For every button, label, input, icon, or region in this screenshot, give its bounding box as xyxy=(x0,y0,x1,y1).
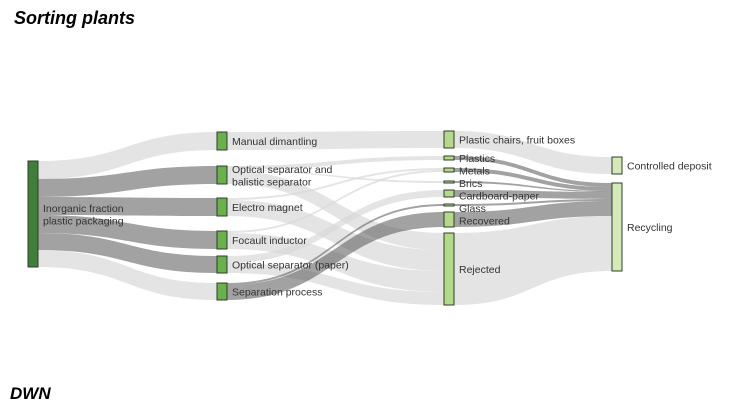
node-label-controlled: Controlled deposit xyxy=(627,161,712,173)
node-focault xyxy=(216,230,228,250)
sankey-links xyxy=(38,131,612,305)
sankey-nodes xyxy=(27,130,623,306)
node-electro xyxy=(216,197,228,217)
node-label-chairs: Plastic chairs, fruit boxes xyxy=(459,135,575,147)
link-src-optpaper xyxy=(38,233,217,273)
link-optical-brics xyxy=(227,170,444,183)
node-label-metals: Metals xyxy=(459,166,490,178)
node-label-optpaper: Optical separator (paper) xyxy=(232,260,349,272)
link-optpaper-rejected xyxy=(227,263,444,305)
node-label-src: Inorganic fraction xyxy=(43,203,124,215)
link-plastics-recycling xyxy=(454,156,612,187)
node-label-manual: Manual dimantling xyxy=(232,136,317,148)
link-src-electro xyxy=(38,197,217,216)
link-recovered-recycling xyxy=(454,201,612,227)
link-src-focault xyxy=(38,215,217,249)
link-cardboard-recycling xyxy=(454,190,612,199)
link-electro-metals xyxy=(227,168,444,200)
node-plastics xyxy=(443,155,455,161)
node-optpaper xyxy=(216,255,228,274)
node-recovered xyxy=(443,211,455,228)
link-metals-recycling xyxy=(454,168,612,191)
node-rejected xyxy=(443,232,455,306)
node-controlled xyxy=(611,156,623,175)
node-label-electro: Electro magnet xyxy=(232,202,303,214)
node-label-plastics: Plastics xyxy=(459,153,495,165)
node-label-cardboard: Cardboard-paper xyxy=(459,191,539,203)
link-brics-recycling xyxy=(454,181,612,192)
link-src-separation xyxy=(38,250,217,300)
node-recycling xyxy=(611,182,623,272)
link-chairs-controlled xyxy=(454,131,612,174)
page-title: Sorting plants xyxy=(14,8,135,28)
node-label-optical: balistic separator xyxy=(232,176,312,188)
node-metals xyxy=(443,167,455,173)
link-optical-plastics xyxy=(227,156,444,170)
footer-label: DWN xyxy=(10,384,51,403)
node-label-glass: Glass xyxy=(459,203,486,215)
node-label-recovered: Recovered xyxy=(459,216,510,228)
node-brics xyxy=(443,180,455,184)
node-label-recycling: Recycling xyxy=(627,222,673,234)
node-chairs xyxy=(443,130,455,149)
node-glass xyxy=(443,203,455,207)
link-glass-recycling xyxy=(454,199,612,206)
node-manual xyxy=(216,131,228,151)
link-separation-recovered xyxy=(227,212,444,300)
node-cardboard xyxy=(443,189,455,198)
link-rejected-recycling xyxy=(454,216,612,305)
node-separation xyxy=(216,282,228,301)
link-focault-metals xyxy=(227,170,444,233)
node-label-src: plastic packaging xyxy=(43,215,124,227)
link-separation-glass xyxy=(227,204,444,285)
link-manual-chairs xyxy=(227,131,444,150)
node-label-brics: Brics xyxy=(459,178,482,190)
node-label-optical: Optical separator and xyxy=(232,164,333,176)
node-label-focault: Focault inductor xyxy=(232,235,307,247)
node-label-rejected: Rejected xyxy=(459,264,501,276)
link-optpaper-cardboard xyxy=(227,190,444,263)
link-src-manual xyxy=(38,132,217,179)
link-electro-rejected xyxy=(227,200,444,271)
node-src xyxy=(27,160,39,268)
link-src-optical xyxy=(38,166,217,197)
node-optical xyxy=(216,165,228,185)
node-label-separation: Separation process xyxy=(232,287,322,299)
